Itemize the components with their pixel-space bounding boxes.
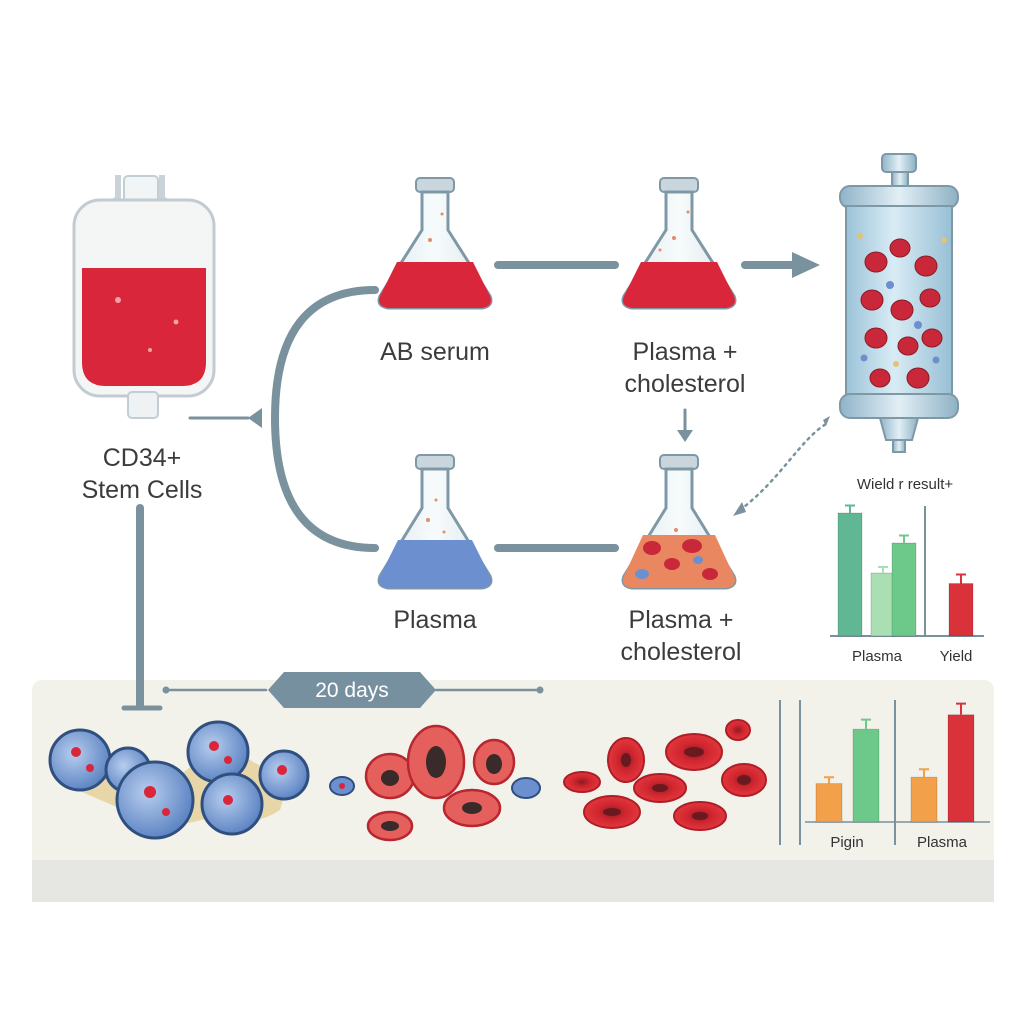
chart-bottom-bar-0 xyxy=(815,783,843,823)
chart-bottom-error-bar-0 xyxy=(824,776,834,784)
erythroblast-cluster-icon xyxy=(329,724,541,842)
chart-bottom-error-bar-1 xyxy=(861,718,871,730)
bag-label: CD34+ Stem Cells xyxy=(81,444,203,504)
chart-top-error-bar-2 xyxy=(899,534,909,543)
yield-chart-bottom xyxy=(779,700,990,845)
chart-top-error-bar-3 xyxy=(956,573,966,584)
connector-lines xyxy=(121,252,830,711)
yield-chart-top xyxy=(830,504,984,637)
chart-top-x-left: Plasma xyxy=(851,648,903,665)
flask-plasma-cholesterol-bottom-icon xyxy=(621,454,737,590)
flask-ab-serum-label: AB serum xyxy=(380,338,490,366)
blood-bag-icon xyxy=(72,175,216,419)
chart-bottom-x-right: Plasma xyxy=(916,834,968,851)
chart-top-title: Wield r result+ xyxy=(856,476,954,493)
flask-plasma-label: Plasma xyxy=(393,606,477,634)
chart-top-bar-1 xyxy=(870,572,896,637)
red-blood-cells-icon xyxy=(563,719,767,831)
chart-bottom-error-bar-3 xyxy=(956,702,966,715)
flask-plasma-cholesterol-top-label: Plasma + cholesterol xyxy=(624,338,746,398)
chart-top-bar-0 xyxy=(837,512,863,637)
chart-top-bar-3 xyxy=(948,583,974,637)
stem-cell-cluster-icon xyxy=(48,720,310,840)
duration-label: 20 days xyxy=(315,679,389,702)
flask-plasma-cholesterol-top-icon xyxy=(621,177,737,310)
bioreactor-column-icon xyxy=(839,153,959,453)
chart-top-x-right: Yield xyxy=(939,648,973,665)
chart-bottom-bar-3 xyxy=(947,714,975,823)
chart-top-bar-2 xyxy=(891,542,917,637)
chart-bottom-bar-2 xyxy=(910,776,938,823)
chart-top-error-bar-0 xyxy=(845,504,855,513)
chart-top-error-bar-1 xyxy=(878,566,888,573)
duration-badge xyxy=(268,672,436,708)
flask-plasma-cholesterol-bottom-label: Plasma + cholesterol xyxy=(620,606,742,666)
flask-ab-serum-icon xyxy=(377,177,493,310)
chart-bottom-error-bar-2 xyxy=(919,768,929,778)
chart-bottom-x-left: Pigin xyxy=(830,834,864,851)
chart-bottom-bar-1 xyxy=(852,728,880,823)
flask-plasma-icon xyxy=(377,454,493,590)
